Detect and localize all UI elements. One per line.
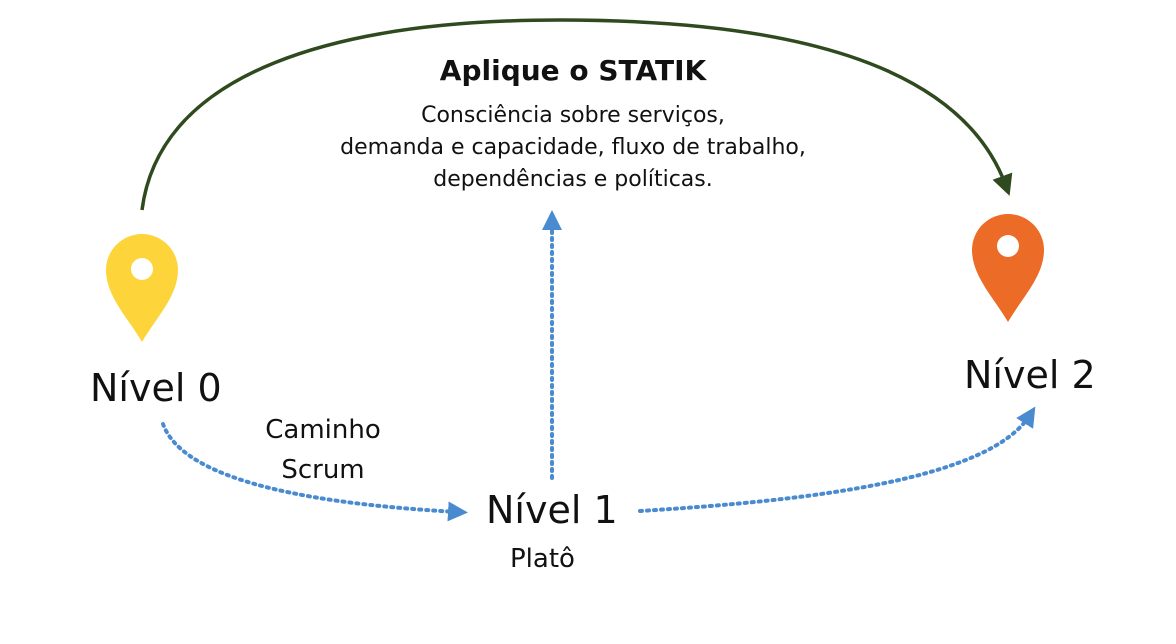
map-pin-icon (972, 214, 1044, 322)
statik-arc-arrow (140, 18, 1013, 211)
scrum-path-line: Caminho (265, 415, 381, 445)
scrum-path-arrow (161, 422, 468, 522)
description-line: demanda e capacidade, fluxo de trabalho, (340, 135, 806, 160)
statik-description: Consciência sobre serviços, demanda e ca… (258, 100, 888, 196)
description-line: dependências e políticas. (433, 167, 713, 192)
scrum-path-line: Scrum (281, 455, 365, 485)
level-0-label: Nível 0 (90, 366, 222, 410)
plateau-to-level2-arrow (638, 406, 1036, 513)
description-line: Consciência sobre serviços, (421, 103, 725, 128)
diagram-title: Aplique o STATIK (439, 54, 707, 87)
plateau-label: Platô (510, 544, 575, 574)
scrum-path-label: Caminho Scrum (238, 410, 408, 490)
level-1-label: Nível 1 (486, 488, 618, 532)
map-pin-icon (106, 234, 178, 342)
level-2-label: Nível 2 (964, 353, 1096, 397)
